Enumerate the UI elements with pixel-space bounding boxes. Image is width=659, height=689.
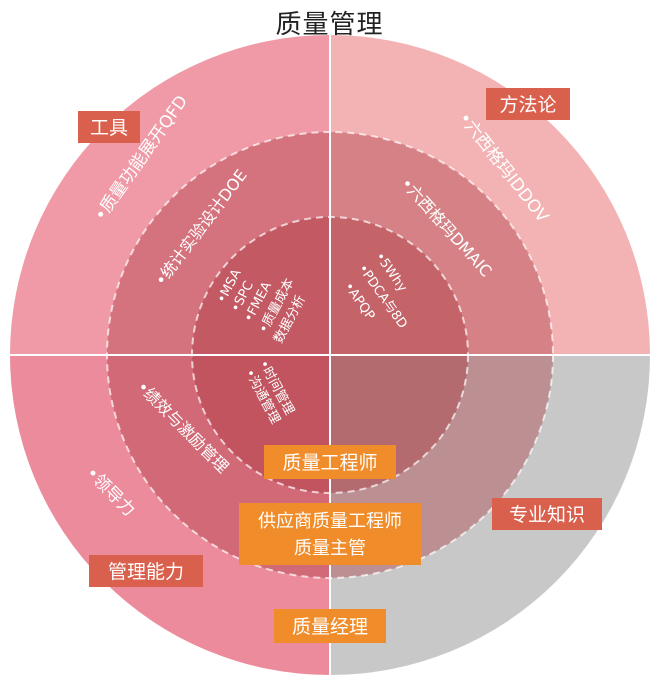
label-supplier-engineer: 供应商质量工程师 质量主管	[239, 503, 421, 565]
label-expertise-text: 专业知识	[509, 504, 585, 526]
label-quality-engineer-box	[264, 445, 396, 479]
label-quality-engineer-text: 质量工程师	[282, 452, 377, 474]
quadrant-top-right	[330, 35, 650, 355]
label-methodology: 方法论	[486, 88, 570, 120]
label-supplier-engineer-line2: 质量主管	[294, 538, 366, 559]
label-methodology-box	[486, 88, 570, 120]
label-methodology-text: 方法论	[499, 94, 556, 116]
label-tools-box	[78, 111, 140, 143]
label-quality-manager-box	[274, 609, 386, 643]
label-expertise: 专业知识	[492, 498, 602, 530]
label-management: 管理能力	[89, 555, 203, 587]
quadrant-bottom-left	[10, 355, 330, 675]
label-tools: 工具	[78, 111, 140, 143]
quadrant-bottom-right	[330, 355, 650, 675]
quadrant-top-left	[10, 35, 330, 355]
label-quality-manager-text: 质量经理	[292, 616, 368, 638]
diagram-title: 质量管理	[275, 10, 384, 40]
label-management-box	[89, 555, 203, 587]
label-management-text: 管理能力	[108, 561, 184, 583]
label-supplier-engineer-line1: 供应商质量工程师	[258, 511, 402, 532]
label-tools-text: 工具	[90, 117, 128, 139]
label-expertise-box	[492, 498, 602, 530]
label-supplier-engineer-box	[239, 503, 421, 565]
label-quality-manager: 质量经理	[274, 609, 386, 643]
label-quality-engineer: 质量工程师	[264, 445, 396, 479]
